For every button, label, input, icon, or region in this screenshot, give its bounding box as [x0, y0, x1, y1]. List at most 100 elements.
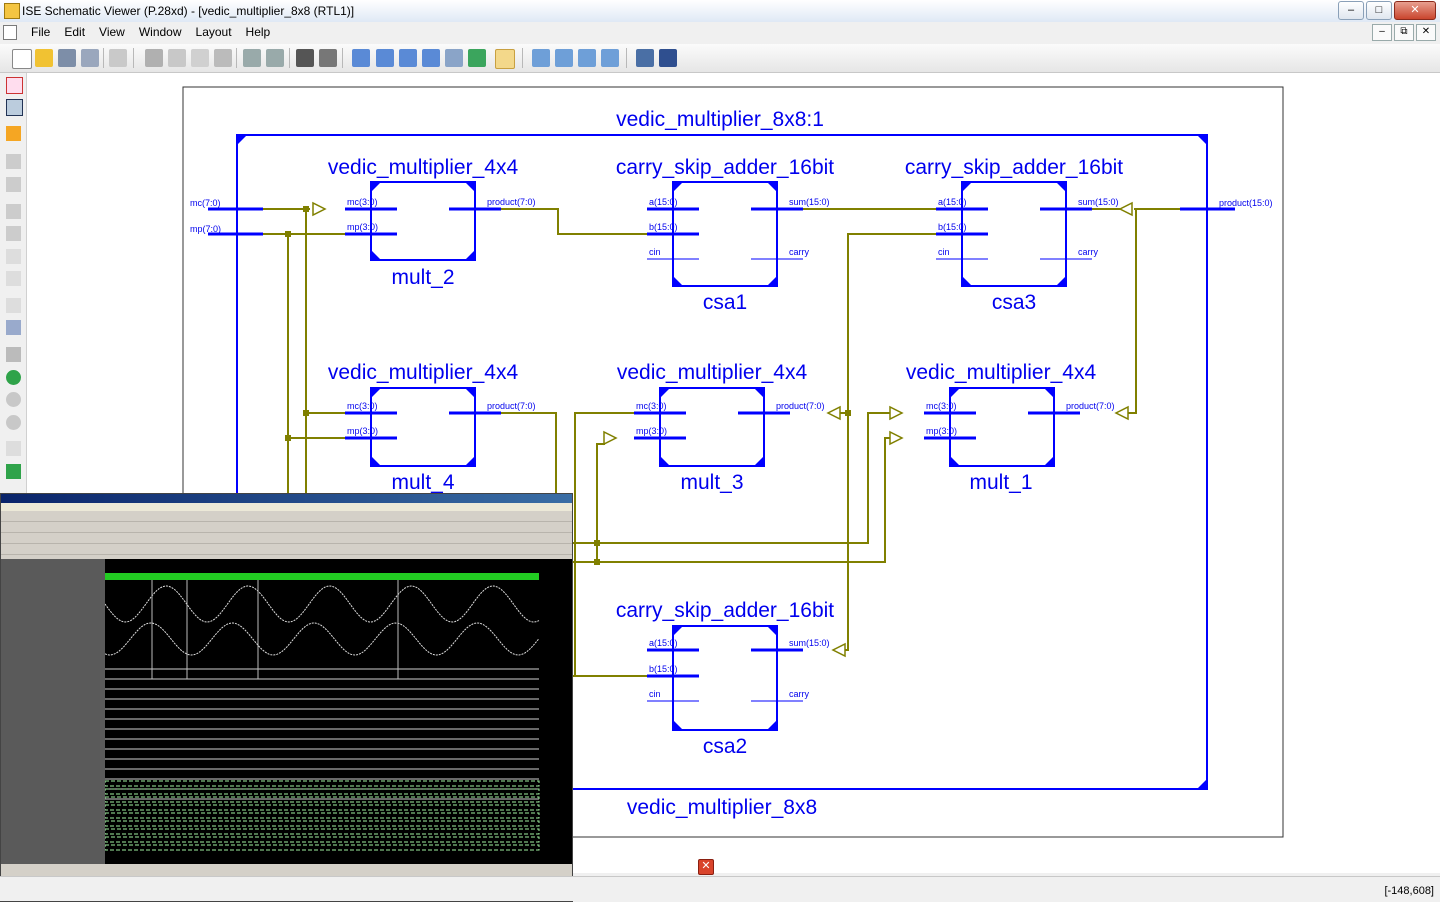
block-type-label: vedic_multiplier_4x4 [617, 361, 808, 384]
pin-label: carry [789, 247, 809, 257]
simulator-toolbar-1 [1, 511, 572, 522]
push-icon[interactable] [6, 347, 21, 362]
back-arrow-icon[interactable] [6, 370, 21, 385]
copy-tool-icon[interactable] [6, 441, 21, 456]
stop-icon[interactable] [6, 415, 21, 430]
zoom-full-icon[interactable] [399, 49, 417, 67]
minimize-icon[interactable]: – [1338, 1, 1364, 20]
cut-icon[interactable] [145, 49, 163, 67]
block-instance-label: mult_4 [391, 471, 454, 494]
undo-icon[interactable] [243, 49, 261, 67]
title-bar: ISE Schematic Viewer (P.28xd) - [vedic_m… [0, 0, 1440, 23]
document-icon[interactable] [3, 25, 17, 40]
wave-analog-2 [105, 622, 540, 656]
select-icon[interactable] [6, 77, 23, 94]
add-arc-icon[interactable] [6, 271, 21, 286]
block-body [659, 387, 765, 467]
wire-tool-icon[interactable] [6, 99, 23, 116]
simulator-window[interactable] [0, 493, 573, 902]
pin-label: mp(3:0) [347, 426, 378, 436]
child-close-icon[interactable]: ✕ [1416, 24, 1436, 41]
child-minimize-icon[interactable]: – [1372, 24, 1392, 41]
waveform-svg[interactable] [105, 559, 572, 864]
block-mult_2[interactable]: vedic_multiplier_4x4mult_2mc(3:0)mp(3:0)… [328, 156, 536, 289]
save-all-icon[interactable] [81, 49, 99, 67]
new-file-icon[interactable] [12, 49, 32, 69]
simulator-toolbar-4 [1, 544, 572, 555]
menu-help[interactable]: Help [245, 25, 271, 39]
add-symbol-icon[interactable] [6, 126, 21, 141]
open-folder-icon[interactable] [35, 49, 53, 67]
window-arrange-icon[interactable] [601, 49, 619, 67]
add-bus-icon[interactable] [6, 154, 21, 169]
signal-list[interactable] [1, 559, 105, 864]
block-csa3[interactable]: carry_skip_adder_16bitcsa3a(15:0)b(15:0)… [905, 156, 1123, 314]
copy-icon[interactable] [168, 49, 186, 67]
pin-label: product(7:0) [1066, 401, 1115, 411]
print-icon[interactable] [109, 49, 127, 67]
sheet-border [182, 86, 1284, 838]
settings-wrench-icon[interactable] [636, 49, 654, 67]
child-restore-icon[interactable]: ⧉ [1394, 24, 1414, 41]
redo-icon[interactable] [266, 49, 284, 67]
pin-label: a(15:0) [938, 197, 967, 207]
pin-label: cin [649, 247, 661, 257]
block-mult_3[interactable]: vedic_multiplier_4x4mult_3mc(3:0)mp(3:0)… [617, 361, 825, 494]
block-mult_4[interactable]: vedic_multiplier_4x4mult_4mc(3:0)mp(3:0)… [328, 361, 536, 494]
module-label: vedic_multiplier_8x8 [627, 796, 817, 819]
wave-bus-row [105, 796, 540, 803]
menu-file[interactable]: File [31, 25, 51, 39]
close-icon[interactable]: ✕ [1394, 1, 1436, 20]
block-csa1[interactable]: carry_skip_adder_16bitcsa1a(15:0)b(15:0)… [616, 156, 834, 314]
taskbar-close-icon[interactable]: ✕ [698, 859, 714, 875]
pin-label: mc(3:0) [347, 401, 378, 411]
add-text-icon[interactable] [6, 320, 21, 335]
block-type-label: vedic_multiplier_4x4 [906, 361, 1097, 384]
pin-label: product(7:0) [776, 401, 825, 411]
find-replace-icon[interactable] [319, 49, 337, 67]
add-instance-icon[interactable] [6, 249, 21, 264]
find-icon[interactable] [296, 49, 314, 67]
main-toolbar [0, 44, 1440, 73]
pin-label: carry [789, 689, 809, 699]
zoom-in-icon[interactable] [352, 49, 370, 67]
schematic-svg[interactable]: vedic_multiplier_8x8:1 vedic_multiplier_… [27, 73, 1440, 873]
simulator-toolbar-3 [1, 533, 572, 544]
pin-label: a(15:0) [649, 197, 678, 207]
block-csa2[interactable]: carry_skip_adder_16bitcsa2a(15:0)b(15:0)… [616, 599, 834, 758]
port-mc: mc(7:0) [190, 198, 221, 208]
add-port-icon[interactable] [6, 226, 21, 241]
maximize-icon[interactable]: □ [1366, 1, 1392, 20]
save-icon[interactable] [58, 49, 76, 67]
block-mult_1[interactable]: vedic_multiplier_4x4mult_1mc(3:0)mp(3:0)… [906, 361, 1115, 494]
delete-icon[interactable] [214, 49, 232, 67]
wave-bus-row [105, 820, 540, 827]
pan-tool-icon[interactable] [495, 49, 515, 69]
cascade-icon[interactable] [532, 49, 550, 67]
zoom-out-icon[interactable] [376, 49, 394, 67]
module-outline [236, 134, 1208, 790]
pin-label: a(15:0) [649, 638, 678, 648]
schematic-canvas[interactable]: vedic_multiplier_8x8:1 vedic_multiplier_… [27, 73, 1440, 873]
help-pointer-icon[interactable] [659, 49, 677, 67]
refresh-icon[interactable] [468, 49, 486, 67]
menu-layout[interactable]: Layout [195, 25, 232, 39]
menu-window[interactable]: Window [138, 25, 182, 39]
run-icon[interactable] [6, 464, 21, 479]
waveform-panel[interactable] [1, 559, 572, 864]
block-instance-label: csa1 [703, 291, 747, 314]
block-body [672, 625, 778, 731]
paste-icon[interactable] [191, 49, 209, 67]
add-net-icon[interactable] [6, 204, 21, 219]
add-rect-icon[interactable] [6, 298, 21, 313]
tile-horizontal-icon[interactable] [555, 49, 573, 67]
menu-view[interactable]: View [99, 25, 125, 39]
wave-bus-row [105, 804, 540, 811]
zoom-select-icon[interactable] [445, 49, 463, 67]
status-bar: [-148,608] [0, 876, 1440, 901]
tile-vertical-icon[interactable] [578, 49, 596, 67]
add-tap-icon[interactable] [6, 177, 21, 192]
zoom-area-icon[interactable] [422, 49, 440, 67]
forward-arrow-icon[interactable] [6, 392, 21, 407]
menu-edit[interactable]: Edit [64, 25, 86, 39]
